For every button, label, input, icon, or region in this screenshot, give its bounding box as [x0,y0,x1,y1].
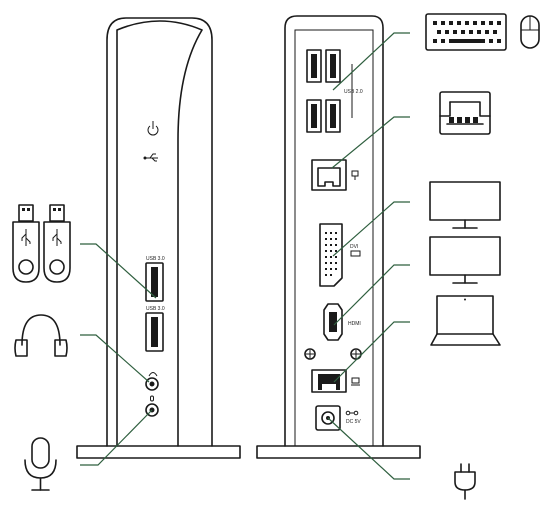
dc-polarity-icon [345,410,359,416]
dock-rear-base [256,445,421,459]
microphone-icon [24,437,57,491]
leader-monitor-dvi [332,201,410,257]
headphone-jack-icon [148,372,158,377]
leader-microphone [80,409,153,466]
mounting-screw-right [350,348,362,360]
dvi-icon [350,250,361,257]
front-usb-port-bottom[interactable] [145,312,164,352]
dock-front-view: USB 3.0 USB 3.0 [76,17,241,459]
mouse-icon [520,15,540,49]
rear-usb-port-4[interactable] [325,99,341,133]
dock-rear-body [284,15,384,447]
leader-power-plug [327,417,410,480]
ethernet-icon [439,91,491,135]
dvi-label: DVI [350,244,358,250]
hdmi-label: HDMI [348,321,361,327]
usb-flash-drive-icon [43,204,71,283]
upstream-usb-port[interactable] [311,369,347,393]
leader-lines [80,32,410,480]
network-icon [351,170,359,180]
microphone-jack-icon [150,395,154,402]
usb-logo-icon [143,153,158,162]
leader-laptop [333,321,410,383]
usb-flash-drive-icon [12,204,40,283]
leader-usb-drives [80,243,157,299]
dvi-port[interactable] [319,223,343,287]
dc-input-label: DC 5V [346,419,361,425]
rear-usb-port-1[interactable] [306,49,322,83]
mounting-screw-left [304,348,316,360]
headphone-jack[interactable] [145,377,159,391]
dock-front-body [106,17,213,447]
power-plug-icon [454,463,476,500]
keyboard-icon [425,13,507,51]
computer-icon [351,377,360,386]
front-usb-label-top: USB 3.0 [146,256,165,262]
rear-usb-port-3[interactable] [306,99,322,133]
hdmi-port[interactable] [323,303,343,341]
leader-ethernet [331,116,410,169]
ethernet-port[interactable] [311,159,347,191]
monitor-icon [429,181,501,229]
rear-usb-group-label: USB 2.0 [344,89,363,95]
dock-rear-inner [294,29,374,446]
headphones-icon [14,314,68,357]
leader-headphones [80,334,150,383]
front-usb-port-top[interactable] [145,262,164,302]
monitor-icon [429,236,501,284]
laptop-icon [430,295,501,346]
power-button-icon[interactable] [147,121,159,136]
dock-rear-view: USB 2.0 DVI [256,15,421,459]
dock-front-base [76,445,241,459]
leader-keyboard-mouse [332,32,410,91]
leader-monitor-hdmi [333,264,410,326]
dock-front-face [116,20,203,447]
front-usb-label-bottom: USB 3.0 [146,306,165,312]
rear-usb-port-2[interactable] [325,49,341,83]
